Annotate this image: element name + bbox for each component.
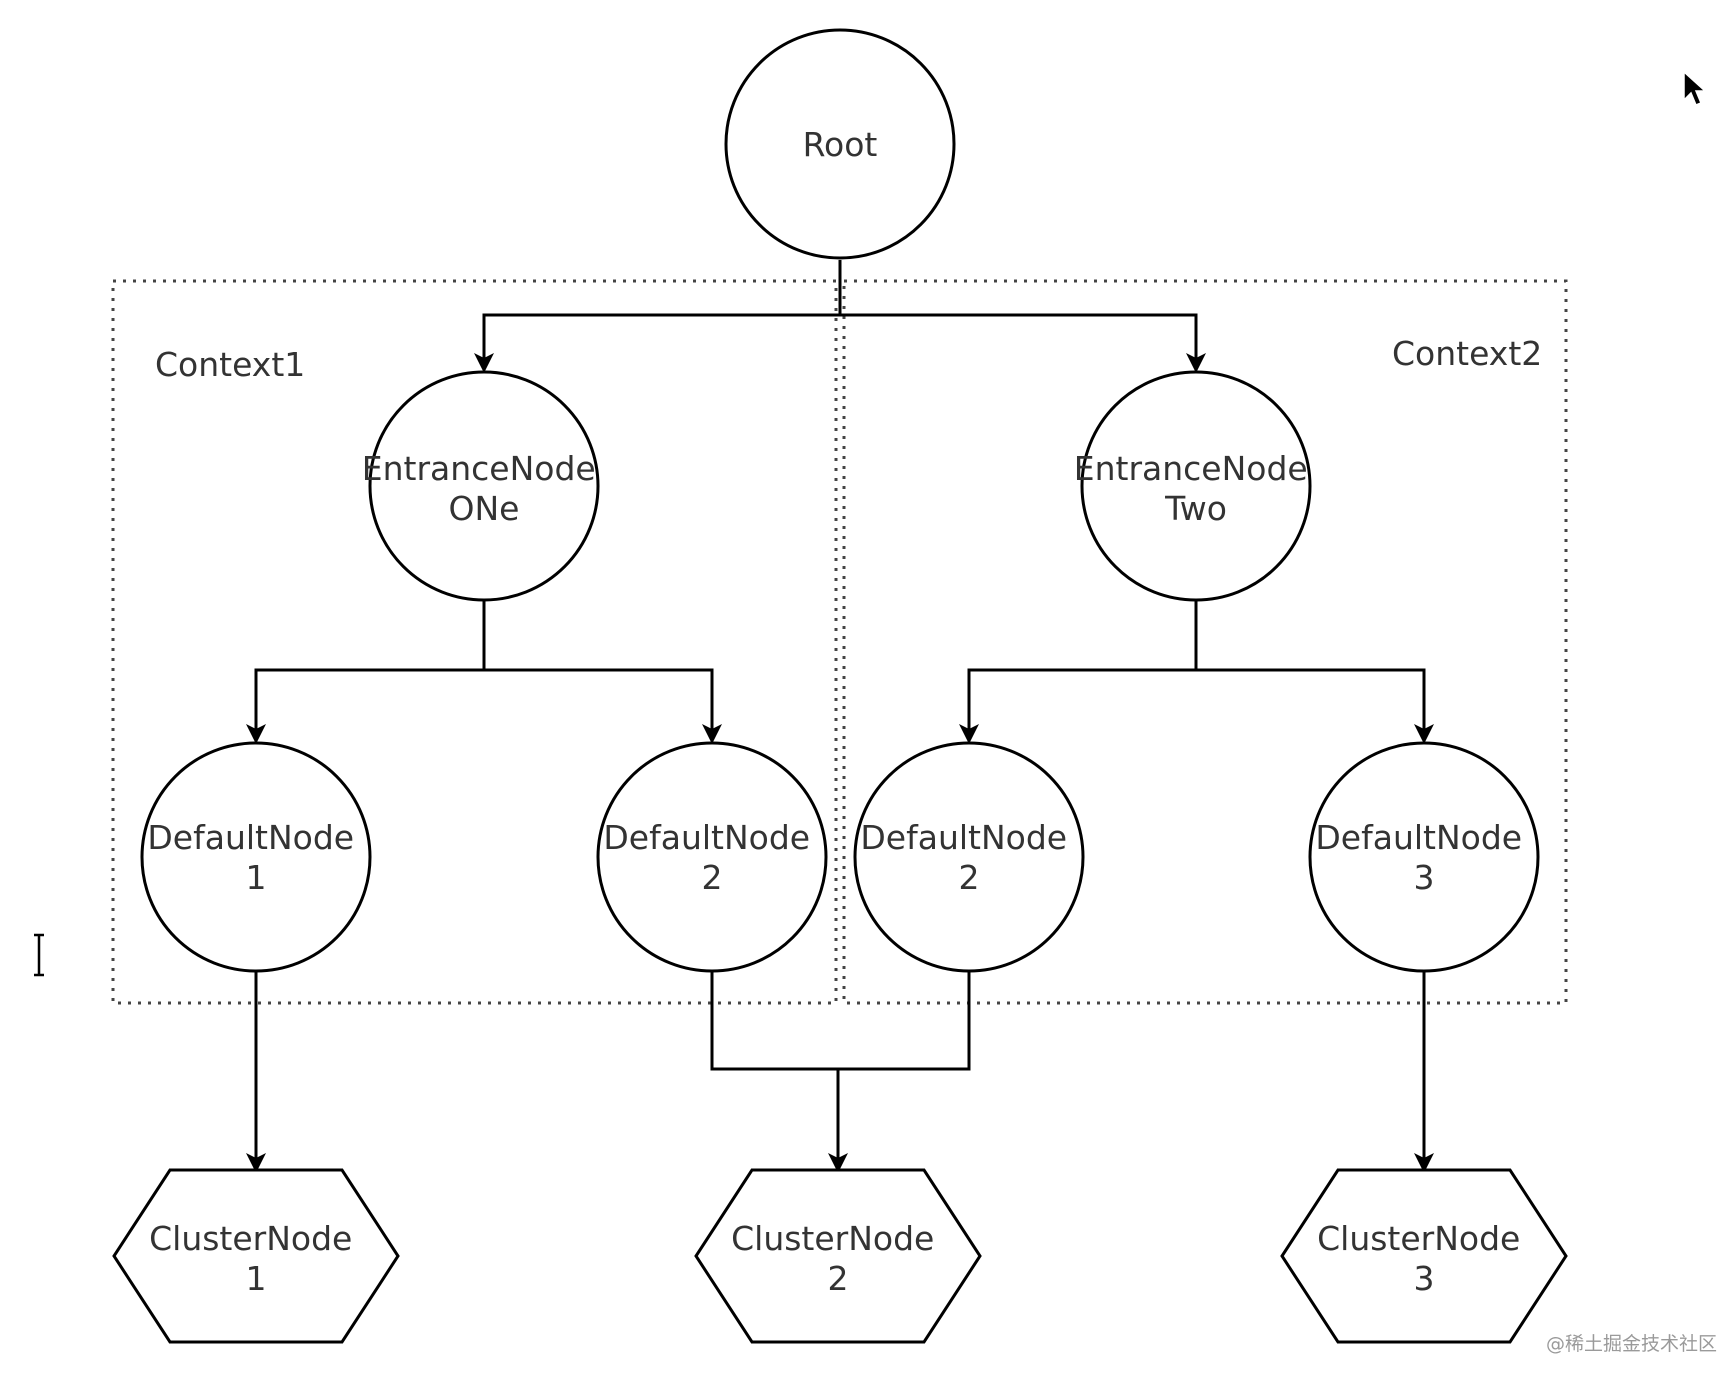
entrance-two-label-line2: Two xyxy=(1164,489,1227,528)
context2-label: Context2 xyxy=(1392,334,1542,373)
default-node-1: DefaultNode 1 xyxy=(140,741,372,973)
edge-entrance-two-default-3 xyxy=(1196,668,1434,744)
cluster-node-1: ClusterNode 1 xyxy=(112,1168,400,1344)
edge-root-entrance-two xyxy=(840,313,1206,373)
cluster-2-label-line2: 2 xyxy=(828,1259,849,1298)
entrance-node-one: EntranceNode ONe xyxy=(362,370,606,602)
svg-text:EntranceNode Two: EntranceNode Two xyxy=(1074,449,1318,528)
watermark: @稀土掘金技术社区 xyxy=(1545,1333,1717,1355)
cluster-node-2: ClusterNode 2 xyxy=(694,1168,982,1344)
cluster-3-label-line1: ClusterNode xyxy=(1317,1219,1520,1258)
edge-root-entrance-one xyxy=(474,260,842,373)
context2-frame xyxy=(842,279,1568,1005)
default-3-label-line1: DefaultNode xyxy=(1315,818,1522,857)
text-cursor-icon xyxy=(34,933,44,977)
context1-label: Context1 xyxy=(155,345,305,384)
default-2b-label-line1: DefaultNode xyxy=(860,818,1067,857)
default-2a-label-line1: DefaultNode xyxy=(603,818,810,857)
default-2a-label-line2: 2 xyxy=(702,858,723,897)
cluster-1-label-line1: ClusterNode xyxy=(149,1219,352,1258)
root-node: Root xyxy=(724,28,956,260)
default-node-3: DefaultNode 3 xyxy=(1308,741,1540,973)
default-2b-label-line2: 2 xyxy=(959,858,980,897)
cluster-node-3: ClusterNode 3 xyxy=(1280,1168,1568,1344)
entrance-node-two: EntranceNode Two xyxy=(1074,370,1318,602)
edge-default-2a-merge xyxy=(710,972,971,1071)
entrance-one-label-line2: ONe xyxy=(449,489,520,528)
svg-text:DefaultNode 2: DefaultNode 2 xyxy=(860,818,1077,897)
default-1-label-line1: DefaultNode xyxy=(147,818,354,857)
edge-entrance-one-default-1 xyxy=(246,601,486,744)
mouse-pointer-icon xyxy=(1683,70,1707,106)
default-node-2a: DefaultNode 2 xyxy=(596,741,828,973)
svg-text:DefaultNode 2: DefaultNode 2 xyxy=(603,818,820,897)
default-1-label-line2: 1 xyxy=(246,858,267,897)
edge-entrance-one-default-2a xyxy=(484,668,722,744)
default-node-2b: DefaultNode 2 xyxy=(853,741,1085,973)
edge-entrance-two-default-2b xyxy=(959,601,1198,744)
cluster-2-label-line1: ClusterNode xyxy=(731,1219,934,1258)
cluster-1-label-line2: 1 xyxy=(246,1259,267,1298)
svg-text:DefaultNode 3: DefaultNode 3 xyxy=(1315,818,1532,897)
cluster-3-label-line2: 3 xyxy=(1414,1259,1435,1298)
root-label: Root xyxy=(803,125,878,164)
edges xyxy=(246,260,1434,1173)
svg-text:ClusterNode 1: ClusterNode 1 xyxy=(149,1219,363,1298)
svg-text:ClusterNode 2: ClusterNode 2 xyxy=(731,1219,945,1298)
svg-text:ClusterNode 3: ClusterNode 3 xyxy=(1317,1219,1531,1298)
entrance-two-label-line1: EntranceNode xyxy=(1074,449,1308,488)
entrance-one-label-line1: EntranceNode xyxy=(362,449,596,488)
default-3-label-line2: 3 xyxy=(1414,858,1435,897)
svg-text:EntranceNode ONe: EntranceNode ONe xyxy=(362,449,606,528)
svg-text:DefaultNode 1: DefaultNode 1 xyxy=(147,818,364,897)
context1-frame xyxy=(111,279,838,1005)
